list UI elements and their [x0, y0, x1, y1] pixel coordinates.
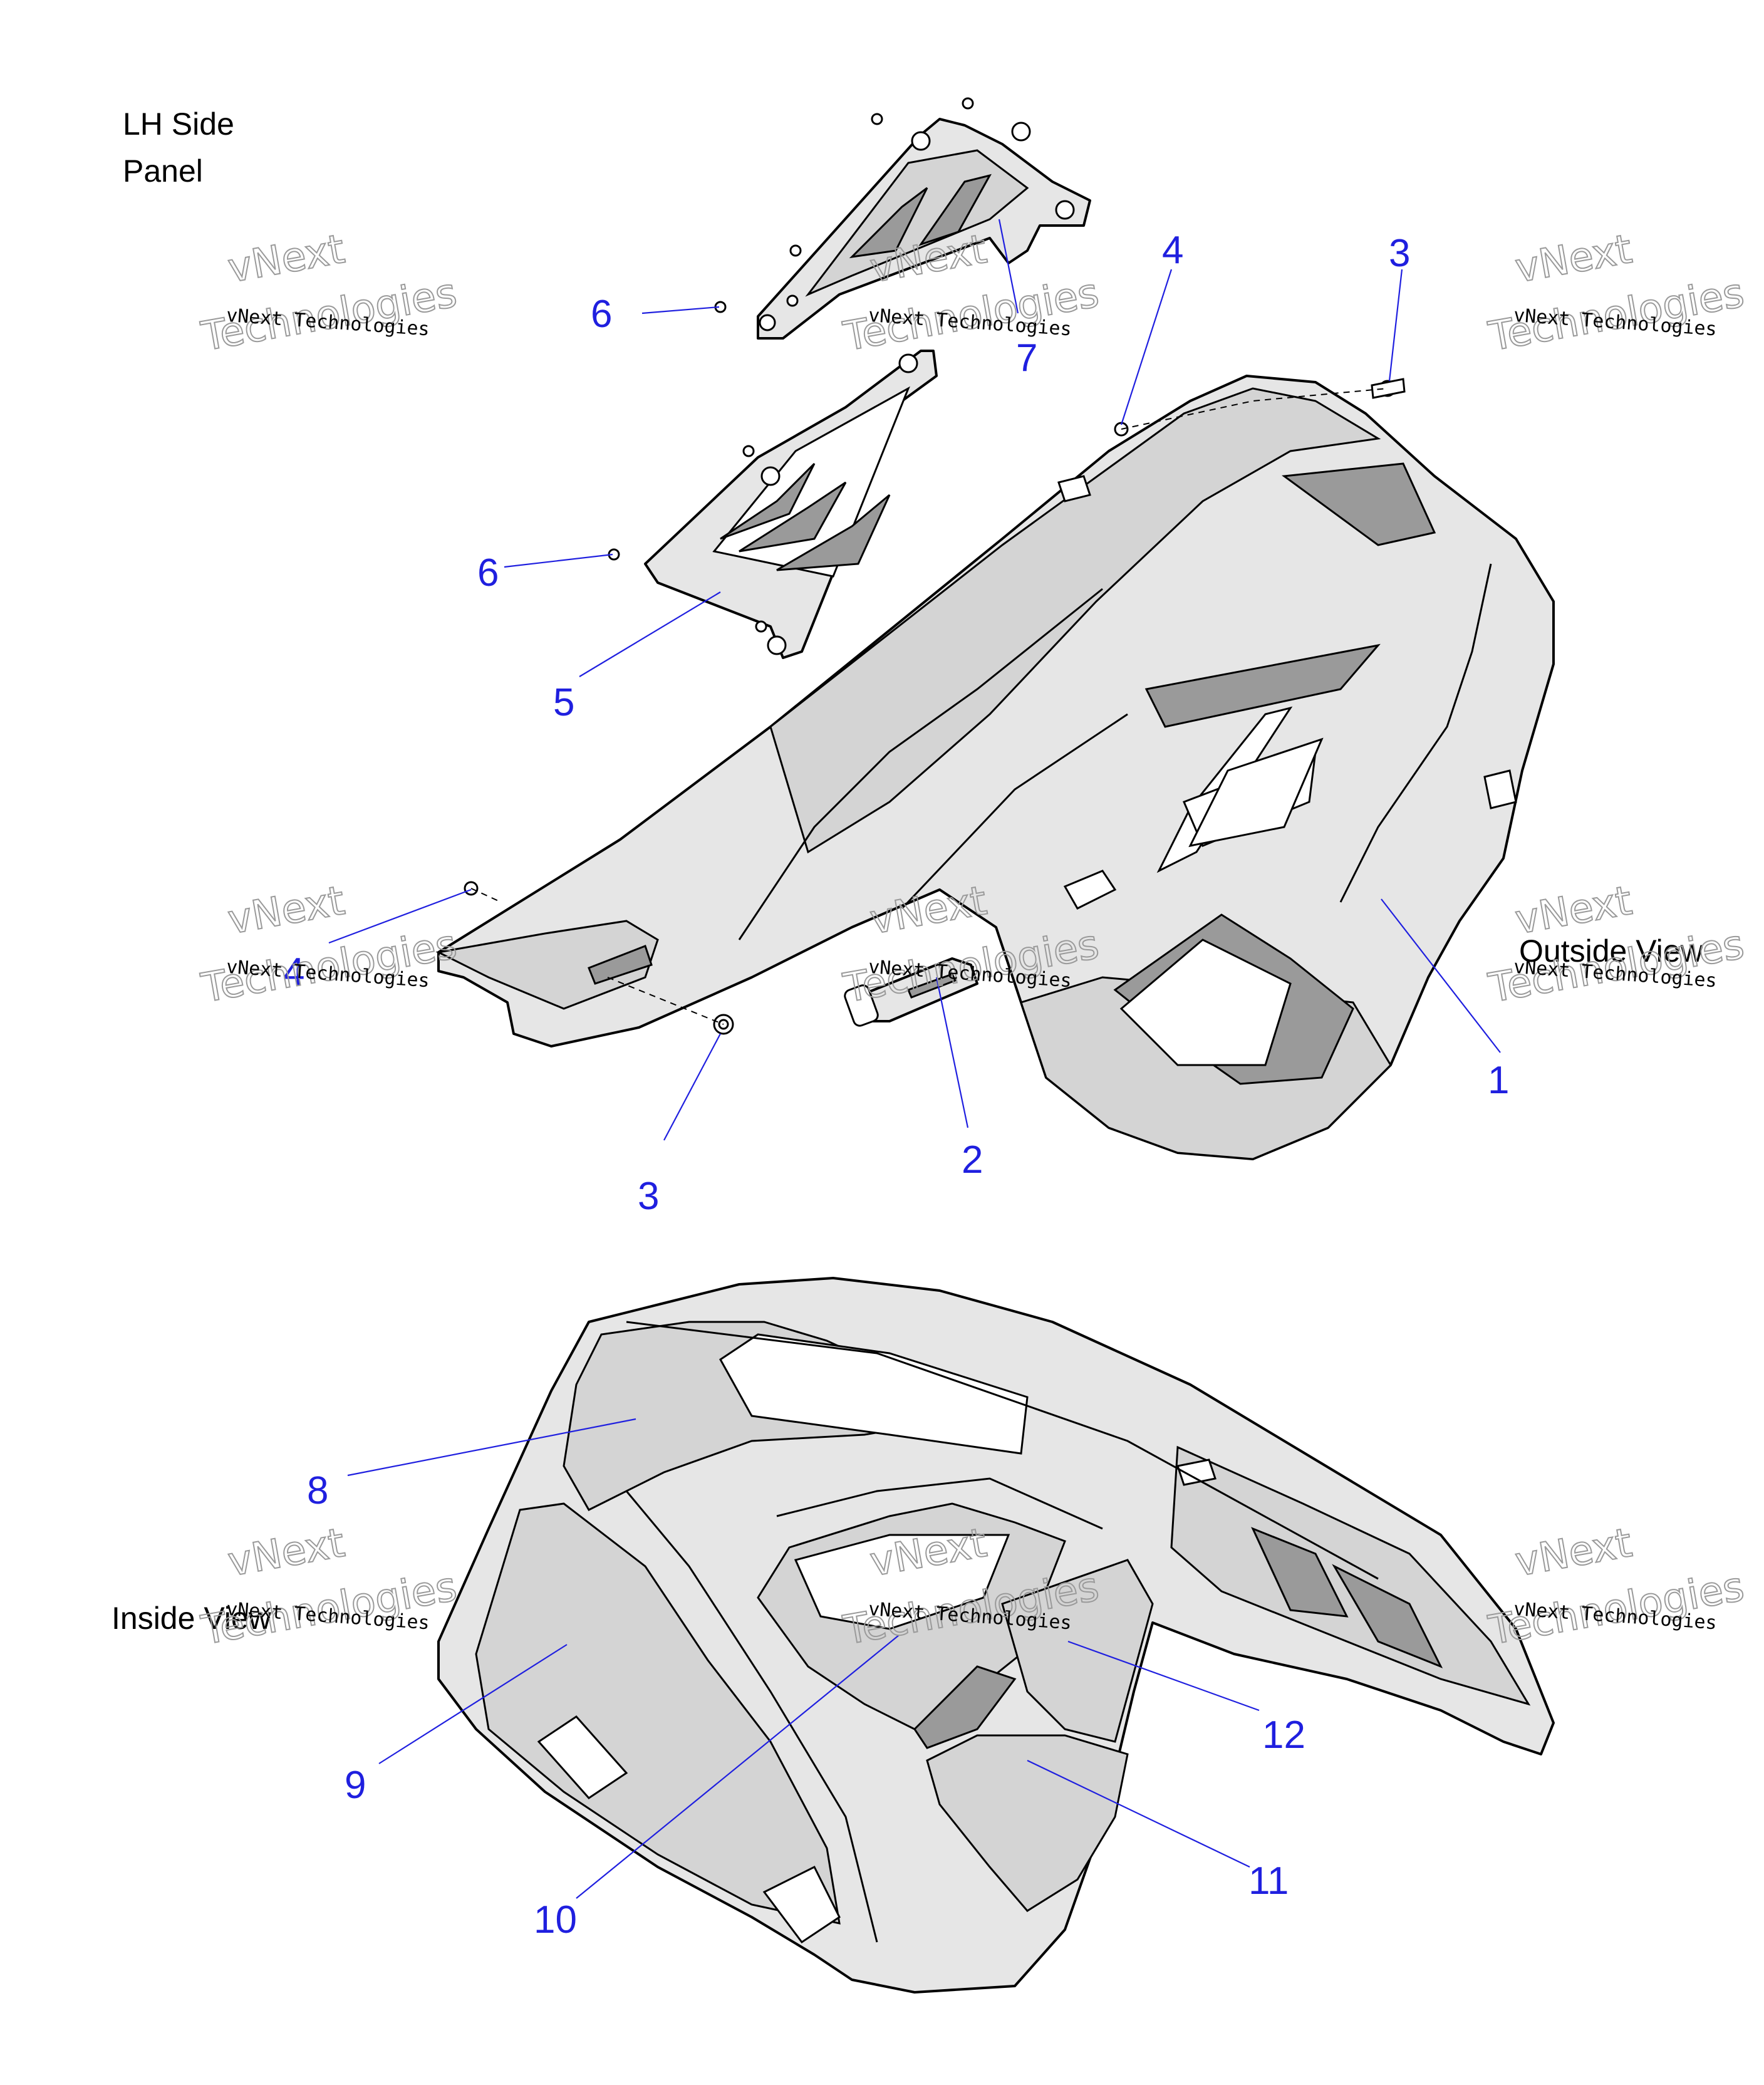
watermark-3: vNext Technologies vNext Technologies: [1485, 226, 1748, 361]
watermark-9: vNext Technologies vNext Technologies: [1485, 1519, 1748, 1655]
leader-6-upper: [641, 306, 720, 315]
watermark-7: vNext Technologies vNext Technologies: [197, 1519, 461, 1655]
callout-5: 5: [553, 681, 574, 724]
dashed-line-lower: [607, 977, 724, 1025]
leader-2: [935, 977, 969, 1128]
part-7-bracket: [757, 118, 1091, 340]
part-1-side-panel-outside: [435, 375, 1555, 1160]
callout-3-upper: 3: [1389, 232, 1410, 275]
leader-5: [579, 591, 721, 677]
title-line-1: LH Side: [123, 107, 234, 142]
svg-text:vNext: vNext: [225, 1520, 348, 1586]
fastener-3-upper: [1371, 378, 1406, 399]
svg-text:vNext: vNext: [1512, 226, 1636, 292]
washers-vent: [608, 445, 767, 633]
callout-7: 7: [1016, 336, 1037, 380]
callout-6-upper: 6: [591, 293, 612, 336]
callout-6-lower: 6: [477, 551, 499, 595]
callout-12: 12: [1262, 1713, 1305, 1757]
callout-10: 10: [534, 1898, 577, 1942]
leader-3-upper: [1388, 269, 1403, 382]
callout-9: 9: [345, 1764, 366, 1807]
leader-10: [576, 1635, 900, 1899]
callout-4-lower: 4: [283, 950, 304, 994]
leader-3-lower: [663, 1033, 721, 1141]
watermark-1: vNext Technologies vNext Technologies: [197, 226, 461, 361]
callout-1: 1: [1488, 1059, 1509, 1102]
svg-text:vNext: vNext: [225, 226, 348, 292]
svg-text:vNext: vNext: [1512, 1520, 1636, 1586]
leader-6-lower: [504, 553, 613, 568]
part-2-push-rivet: [844, 957, 978, 1027]
part-5-vent: [644, 350, 938, 659]
outside-view-label: Outside View: [1519, 933, 1704, 969]
dashed-line-lower-left: [470, 888, 502, 903]
leader-4-lower: [328, 888, 472, 944]
washers-top: [714, 97, 974, 313]
leader-7: [998, 219, 1019, 314]
leader-1: [1381, 898, 1501, 1053]
leader-12: [1067, 1640, 1260, 1712]
watermark-6: vNext Technologies vNext Technologies: [1485, 877, 1748, 1012]
side-panel-inside: [437, 1277, 1555, 1994]
leader-4-upper: [1120, 269, 1173, 425]
watermark-4: vNext Technologies vNext Technologies: [197, 877, 461, 1012]
leader-11: [1027, 1760, 1250, 1868]
leader-8: [347, 1418, 636, 1477]
title-line-2: Panel: [123, 153, 203, 189]
callout-8: 8: [307, 1469, 328, 1512]
callout-3-lower: 3: [638, 1175, 659, 1218]
inside-view-label: Inside View: [112, 1601, 272, 1636]
callout-2: 2: [962, 1138, 983, 1182]
callout-11: 11: [1248, 1859, 1289, 1903]
leader-9: [378, 1644, 568, 1764]
callout-4-upper: 4: [1162, 229, 1183, 272]
svg-text:vNext: vNext: [225, 878, 348, 944]
